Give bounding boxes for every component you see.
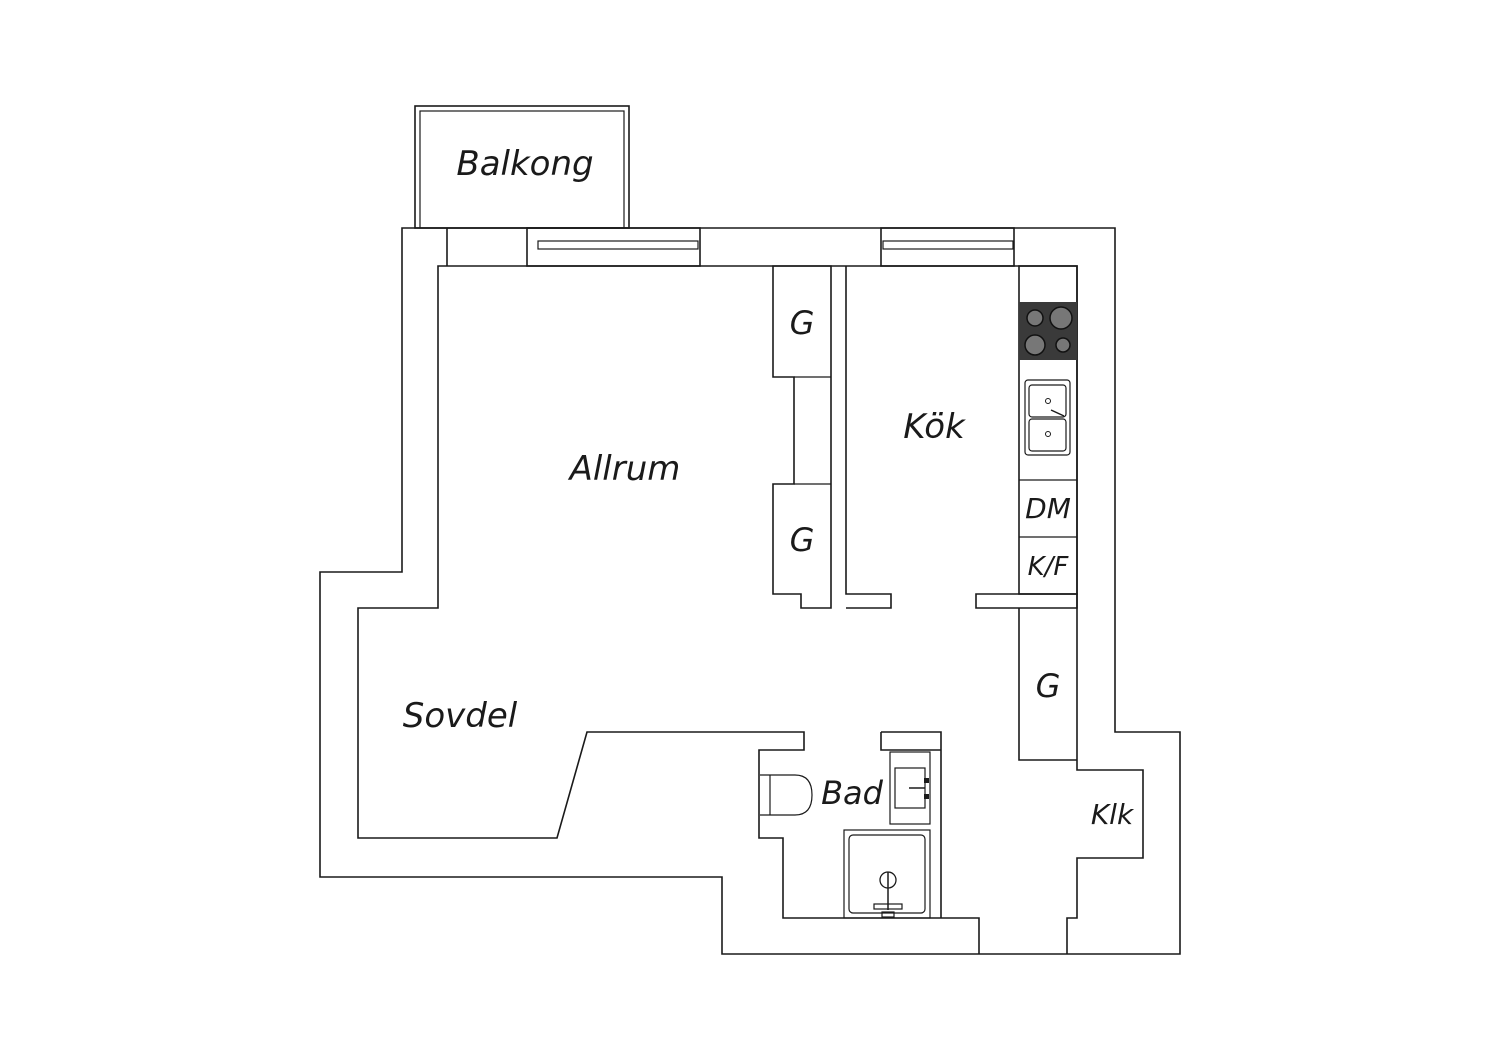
bathroom-wall (881, 731, 942, 918)
kitchen-counter (1018, 265, 1078, 595)
basin-icon (889, 751, 931, 825)
fixture-label-wardrobe-hall: G (1036, 667, 1061, 705)
window-allrum (526, 227, 701, 267)
inner-wall (357, 228, 1144, 954)
toilet-icon (760, 774, 813, 816)
room-label-sovdel: Sovdel (403, 696, 518, 736)
stove-icon (1019, 302, 1077, 360)
room-label-allrum: Allrum (568, 449, 681, 489)
room-label-klk: Klk (1091, 798, 1135, 831)
fixture-label-dishwasher: DM (1025, 492, 1071, 525)
hall-wardrobe (1018, 608, 1077, 761)
room-label-bad: Bad (821, 774, 884, 812)
fixture-label-wardrobe-top: G (790, 304, 815, 342)
fixture-label-fridge-freezer: K/F (1028, 552, 1070, 582)
room-label-balkong: Balkong (456, 144, 593, 184)
fixture-label-wardrobe-mid: G (790, 521, 815, 559)
window-kok (880, 227, 1015, 267)
room-label-kok: Kök (903, 407, 966, 447)
shower-icon (843, 829, 931, 919)
kitchen-wall (845, 266, 892, 609)
outer-wall (319, 227, 1181, 955)
wardrobe-wall (772, 265, 832, 609)
sink-icon (1024, 379, 1071, 456)
